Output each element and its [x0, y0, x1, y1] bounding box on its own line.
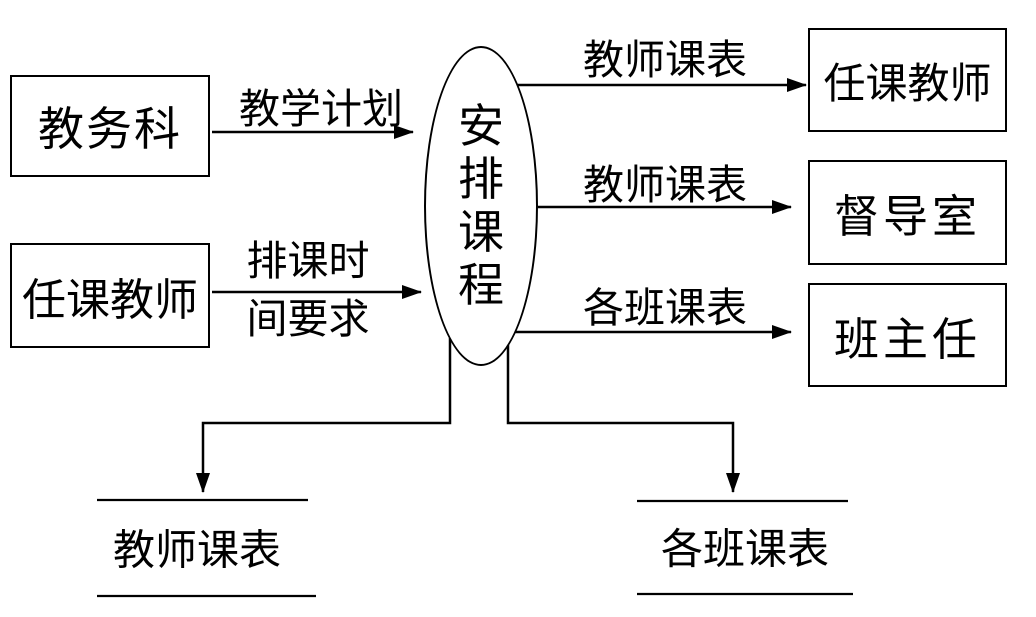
entity-teacher-source: 任课教师	[10, 243, 210, 348]
entity-supervision-office-label: 督导室	[833, 192, 981, 242]
entity-teacher-sink: 任课教师	[808, 28, 1007, 132]
flow-label-teacher-timetable-to-supervision: 教师课表	[583, 162, 747, 208]
flow-label-schedule-time-request-line1: 排课时	[246, 238, 370, 284]
entity-academic-affairs-label: 教务科	[38, 104, 182, 155]
process-arrange-courses-label: 安排课程	[458, 101, 504, 311]
flow-arrow-to-store-class-timetable	[506, 344, 740, 493]
flow-label-schedule-time-request-line2: 间要求	[246, 296, 370, 342]
flow-label-schedule-time-request: 排课时 间要求	[247, 232, 370, 348]
flow-arrow-to-store-teacher-timetable	[196, 338, 452, 493]
store-teacher-timetable-label: 教师课表	[112, 528, 282, 575]
entity-teacher-sink-label: 任课教师	[823, 61, 992, 108]
entity-teacher-source-label: 任课教师	[22, 275, 198, 325]
entity-head-teacher-label: 班主任	[833, 314, 981, 365]
flow-label-teaching-plan: 教学计划	[239, 86, 403, 132]
entity-supervision-office: 督导室	[808, 160, 1007, 265]
entity-academic-affairs-office: 教务科	[10, 75, 210, 177]
process-arrange-courses: 安排课程	[424, 46, 538, 366]
flow-label-teacher-timetable-to-teacher: 教师课表	[583, 37, 747, 83]
flow-label-class-timetable-to-head-teacher: 各班课表	[583, 285, 747, 331]
entity-head-teacher: 班主任	[808, 283, 1007, 387]
store-class-timetable-label: 各班课表	[660, 527, 830, 574]
